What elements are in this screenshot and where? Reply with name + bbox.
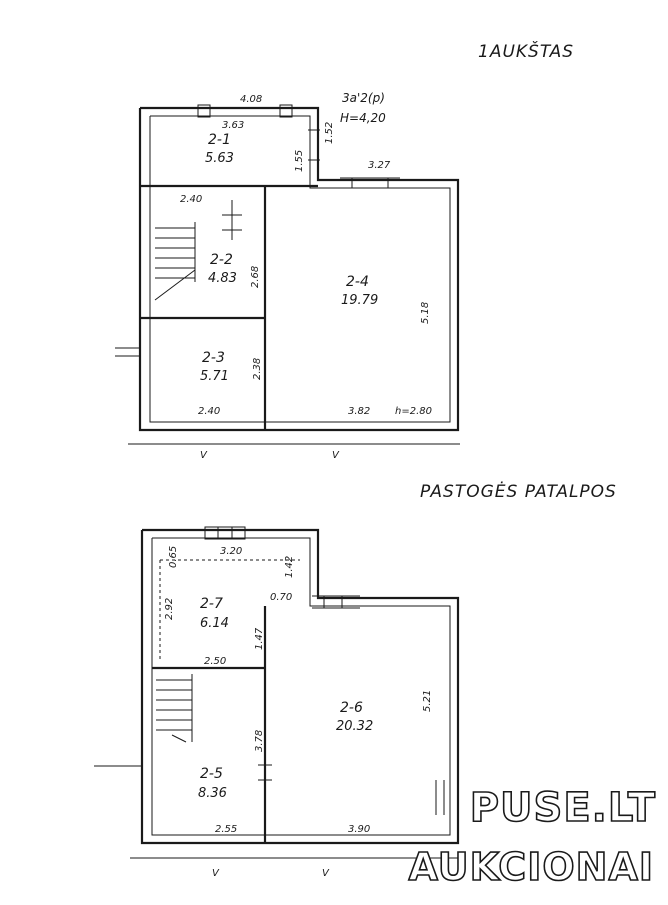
dimension: h=2.80 [395, 406, 432, 417]
room-area: 4.83 [208, 271, 237, 286]
dimension: 1.42 [284, 556, 295, 578]
dimension-tick: V [332, 450, 340, 461]
room-id: 2-7 [200, 596, 223, 612]
dimension-tick: V [322, 868, 330, 879]
dimension: 2.40 [180, 194, 202, 205]
stairs [156, 674, 193, 743]
room-id: 2-6 [340, 700, 363, 716]
dimension: 3.90 [348, 824, 370, 835]
height-note: H=4,20 [340, 111, 386, 125]
room-area: 5.71 [200, 369, 229, 384]
inner-wall-line [149, 115, 451, 423]
inner-wall-line [151, 537, 451, 836]
dimension: 2.50 [204, 656, 226, 667]
room-area: 8.36 [198, 786, 227, 801]
dimension: 2.40 [198, 406, 220, 417]
dimension: 3.20 [220, 546, 242, 557]
dimension: 2.68 [250, 266, 261, 288]
room-id: 2-5 [200, 766, 223, 782]
attic-title: PASTOGĖS PATALPOS [420, 481, 617, 502]
room-id: 2-3 [202, 350, 225, 366]
room-id: 2-4 [346, 274, 369, 290]
dimension: 4.08 [240, 94, 262, 105]
outer-wall [140, 528, 460, 845]
room-area: 5.63 [205, 151, 234, 166]
outer-wall [138, 106, 460, 432]
room-area: 20.32 [336, 719, 373, 734]
dimension: 1.47 [254, 627, 265, 650]
dimension-tick: V [212, 868, 220, 879]
dimension: 0.65 [168, 546, 179, 568]
attic-plan: V V 2-7 6.14 2-6 20.32 2-5 8.36 3.20 0.6… [94, 526, 460, 879]
dimension: 2.55 [215, 824, 237, 835]
room-id: 2-2 [210, 252, 233, 268]
watermark-line-1: PUSE.LT [469, 785, 656, 831]
room-id: 2-1 [208, 132, 231, 148]
room-area: 19.79 [341, 293, 378, 308]
room-area: 6.14 [200, 616, 229, 631]
dimension: 2.92 [164, 598, 175, 620]
window [204, 526, 445, 815]
dimension: 5.18 [420, 302, 431, 324]
stairs [154, 222, 196, 301]
window [197, 104, 400, 189]
dimension: 2.38 [252, 358, 263, 380]
dimension-tick: V [200, 450, 208, 461]
dimension: 1.52 [324, 122, 335, 144]
dimension: 5.21 [422, 690, 433, 712]
construction-label: 3a'2(p) [342, 91, 385, 105]
dimension: 3.78 [254, 730, 265, 752]
dimension: 0.70 [270, 592, 292, 603]
watermark-line-2: AUKCIONAI [408, 845, 654, 889]
dimension: 3.63 [222, 120, 244, 131]
dimension: 3.27 [368, 160, 391, 171]
first-floor-title: 1AUKŠTAS [478, 40, 574, 62]
dimension: 1.55 [294, 150, 305, 172]
first-floor-plan: V V 2-1 5.63 2-2 4.83 2-3 5.71 2-4 19.79… [115, 91, 460, 461]
dimension: 3.82 [348, 406, 370, 417]
